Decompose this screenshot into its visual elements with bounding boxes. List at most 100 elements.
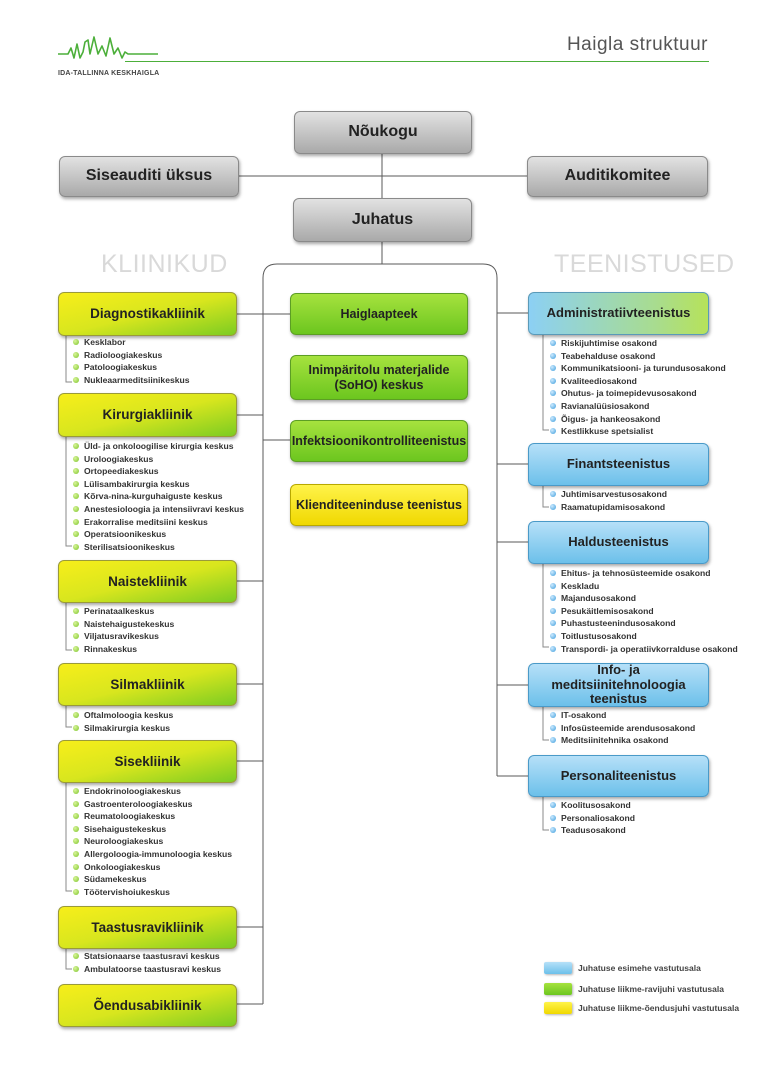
bullet-icon	[550, 712, 556, 718]
bullet-icon	[73, 788, 79, 794]
bullet-icon	[550, 632, 556, 639]
list-item: Oftalmoloogia keskus	[73, 709, 173, 722]
list-item: Sisehaigustekeskus	[73, 823, 232, 836]
list-item: Kõrva-nina-kurguhaiguste keskus	[73, 490, 244, 503]
bullet-icon	[73, 888, 79, 895]
bullet-icon	[73, 531, 79, 538]
service-box: Finantsteenistus	[528, 443, 709, 486]
list-item: Perinataalkeskus	[73, 605, 174, 618]
bullet-icon	[73, 443, 79, 449]
list-item: Juhtimisarvestusosakond	[550, 488, 667, 501]
service-unit-list: Juhtimisarvestusosakond Raamatupidamisos…	[550, 488, 667, 513]
list-item: Endokrinoloogiakeskus	[73, 785, 232, 798]
management-box: Juhatus	[293, 198, 472, 242]
clinic-box: Naistekliinik	[58, 560, 237, 603]
service-unit-list: Ehitus- ja tehnosüsteemide osakond Keskl…	[550, 567, 738, 655]
clinic-unit-list: Kesklabor Radioloogiakeskus Patoloogiake…	[73, 336, 190, 386]
bullet-icon	[73, 455, 79, 462]
list-item: Kommunikatsiooni- ja turundusosakond	[550, 362, 726, 375]
bullet-icon	[550, 503, 556, 510]
bullet-icon	[73, 543, 79, 550]
list-item: Ohutus- ja toimepidevusosakond	[550, 387, 726, 400]
list-item: Meditsiinitehnika osakond	[550, 734, 695, 747]
bullet-icon	[73, 364, 79, 371]
bullet-icon	[550, 352, 556, 359]
bullet-icon	[73, 351, 79, 358]
bullet-icon	[550, 827, 556, 834]
bullet-icon	[73, 876, 79, 883]
bullet-icon	[550, 607, 556, 614]
bullet-icon	[73, 724, 79, 731]
list-item: Teabehalduse osakond	[550, 350, 726, 363]
audit-committee-box: Auditikomitee	[527, 156, 708, 197]
list-item: Keskladu	[550, 580, 738, 593]
list-item: Ehitus- ja tehnosüsteemide osakond	[550, 567, 738, 580]
bullet-icon	[550, 582, 556, 589]
list-item: Transpordi- ja operatiivkorralduse osako…	[550, 643, 738, 656]
list-item: Operatsioonikeskus	[73, 528, 244, 541]
list-item: Õigus- ja hankeosakond	[550, 413, 726, 426]
bullet-icon	[73, 620, 79, 627]
bullet-icon	[73, 645, 79, 652]
middle-unit-box: Haiglaapteek	[290, 293, 468, 335]
bullet-icon	[73, 505, 79, 512]
bullet-icon	[73, 813, 79, 820]
bullet-icon	[550, 402, 556, 409]
bullet-icon	[73, 518, 79, 525]
clinic-box: Diagnostikakliinik	[58, 292, 237, 336]
clinic-unit-list: Üld- ja onkoloogilise kirurgia keskus Ur…	[73, 440, 244, 553]
legend-label: Juhatuse liikme-ravijuhi vastutusala	[578, 984, 724, 994]
service-unit-list: Koolitusosakond Personaliosakond Teaduso…	[550, 799, 635, 837]
list-item: Reumatoloogiakeskus	[73, 810, 232, 823]
bullet-icon	[73, 633, 79, 640]
list-item: Raamatupidamisosakond	[550, 501, 667, 514]
middle-unit-box: Kliendi­teeninduse teenistus	[290, 484, 468, 526]
middle-unit-box: Inimpäritolu materjalide (SoHO) keskus	[290, 355, 468, 400]
bullet-icon	[550, 620, 556, 627]
bullet-icon	[73, 480, 79, 487]
clinic-box: Õendusabikliinik	[58, 984, 237, 1027]
list-item: Puhastusteenindusosakond	[550, 617, 738, 630]
bullet-icon	[550, 428, 556, 435]
clinic-box: Taastusravikliinik	[58, 906, 237, 949]
service-box: Info- ja meditsiinitehnoloogia teenistus	[528, 662, 709, 707]
legend-label: Juhatuse liikme-õendusjuhi vastutusala	[578, 1003, 740, 1013]
bullet-icon	[73, 838, 79, 845]
list-item: Üld- ja onkoloogilise kirurgia keskus	[73, 440, 244, 453]
bullet-icon	[550, 390, 556, 397]
bullet-icon	[550, 814, 556, 821]
bullet-icon	[73, 712, 79, 718]
bullet-icon	[73, 800, 79, 807]
list-item: Sterilisatsioonikeskus	[73, 541, 244, 554]
list-item: Nukleaarmeditsiinikeskus	[73, 374, 190, 387]
list-item: IT-osakond	[550, 709, 695, 722]
list-item: Töötervishoiukeskus	[73, 886, 232, 899]
list-item: Kvaliteediosakond	[550, 375, 726, 388]
city-skyline-heartbeat-icon	[58, 36, 158, 59]
list-item: Ortopeediakeskus	[73, 465, 244, 478]
service-box: Administratiivteenistus	[528, 292, 709, 335]
legend-swatch-blue	[544, 962, 572, 974]
list-item: Radioloogiakeskus	[73, 349, 190, 362]
list-item: Teadusosakond	[550, 824, 635, 837]
list-item: Anestesioloogia ja intensiivravi keskus	[73, 503, 244, 516]
list-item: Pesukäitlemisosakond	[550, 605, 738, 618]
bullet-icon	[550, 377, 556, 384]
list-item: Erakorralise meditsiini keskus	[73, 516, 244, 529]
service-box: Haldusteenistus	[528, 521, 709, 564]
list-item: Uroloogiakeskus	[73, 453, 244, 466]
page-title: Haigla struktuur	[566, 34, 708, 55]
bullet-icon	[73, 468, 79, 475]
bullet-icon	[550, 340, 556, 346]
list-item: Riskijuhtimise osakond	[550, 337, 726, 350]
bullet-icon	[73, 339, 79, 345]
clinic-box: Kirurgiakliinik	[58, 393, 237, 437]
list-item: Allergoloogia-immunoloogia keskus	[73, 848, 232, 861]
legend-swatch-green	[544, 983, 572, 995]
service-box: Personaliteenistus	[528, 755, 709, 797]
list-item: Kestlikkuse spetsialist	[550, 425, 726, 438]
bullet-icon	[550, 724, 556, 731]
clinic-unit-list: Oftalmoloogia keskus Silmakirurgia kesku…	[73, 709, 173, 734]
services-heading: TEENISTUSED	[554, 250, 735, 278]
